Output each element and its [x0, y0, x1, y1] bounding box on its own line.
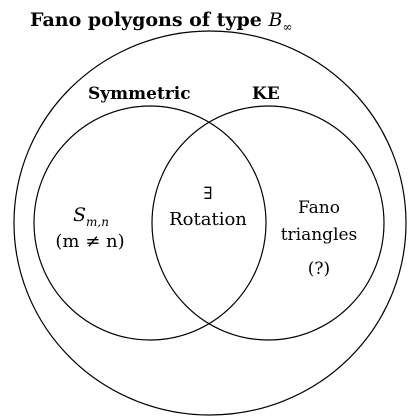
outer-ellipse: [13, 30, 407, 416]
symmetric-circle: [33, 105, 267, 341]
ke-circle: [151, 105, 385, 341]
fano-label: Fano: [298, 198, 340, 218]
diagram-title: Fano polygons of type B∞: [30, 9, 292, 34]
exists-symbol: ∃: [203, 184, 212, 204]
question-label: (?): [308, 259, 330, 279]
condition-label: (m ≠ n): [55, 231, 124, 252]
triangles-label: triangles: [281, 225, 358, 245]
s-mn-label: Sm,n: [73, 204, 109, 229]
ke-label: KE: [252, 84, 280, 104]
symmetric-label: Symmetric: [88, 84, 191, 104]
rotation-label: Rotation: [169, 209, 247, 230]
